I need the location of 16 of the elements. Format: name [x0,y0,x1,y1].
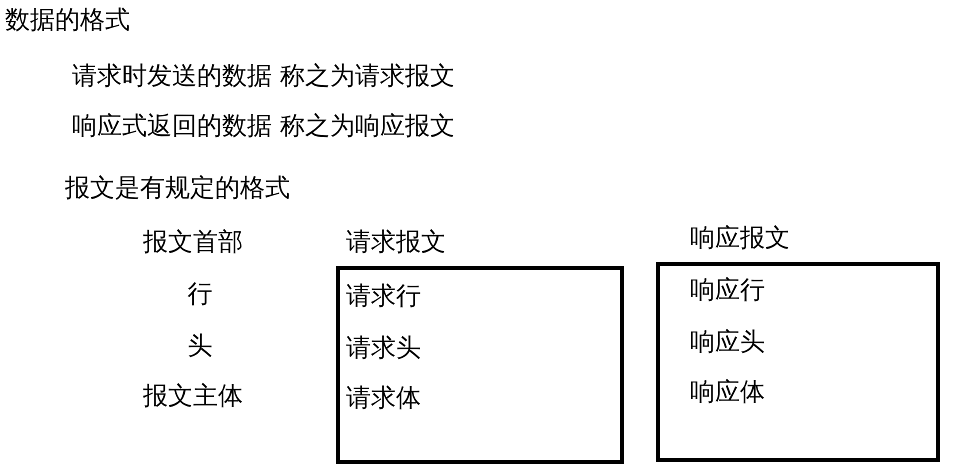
box-item-text: 响应头 [690,326,765,358]
row-label: 报文首部 [143,226,243,258]
box-item-text: 请求体 [346,382,421,414]
box-item-text: 请求头 [346,332,421,364]
box-heading: 响应报文 [690,222,790,254]
description-text: 报文是有规定的格式 [65,172,290,204]
box-item-text: 请求行 [346,280,421,312]
row-label: 报文主体 [143,380,243,412]
row-label: 头 [188,330,212,362]
box-item-text: 响应体 [690,376,765,408]
description-text: 请求时发送的数据 称之为请求报文 [72,60,455,92]
title-text: 数据的格式 [5,4,130,36]
box-item-text: 响应行 [690,274,765,306]
description-text: 响应式返回的数据 称之为响应报文 [72,110,455,142]
box-heading: 请求报文 [346,226,446,258]
row-label: 行 [188,278,212,310]
